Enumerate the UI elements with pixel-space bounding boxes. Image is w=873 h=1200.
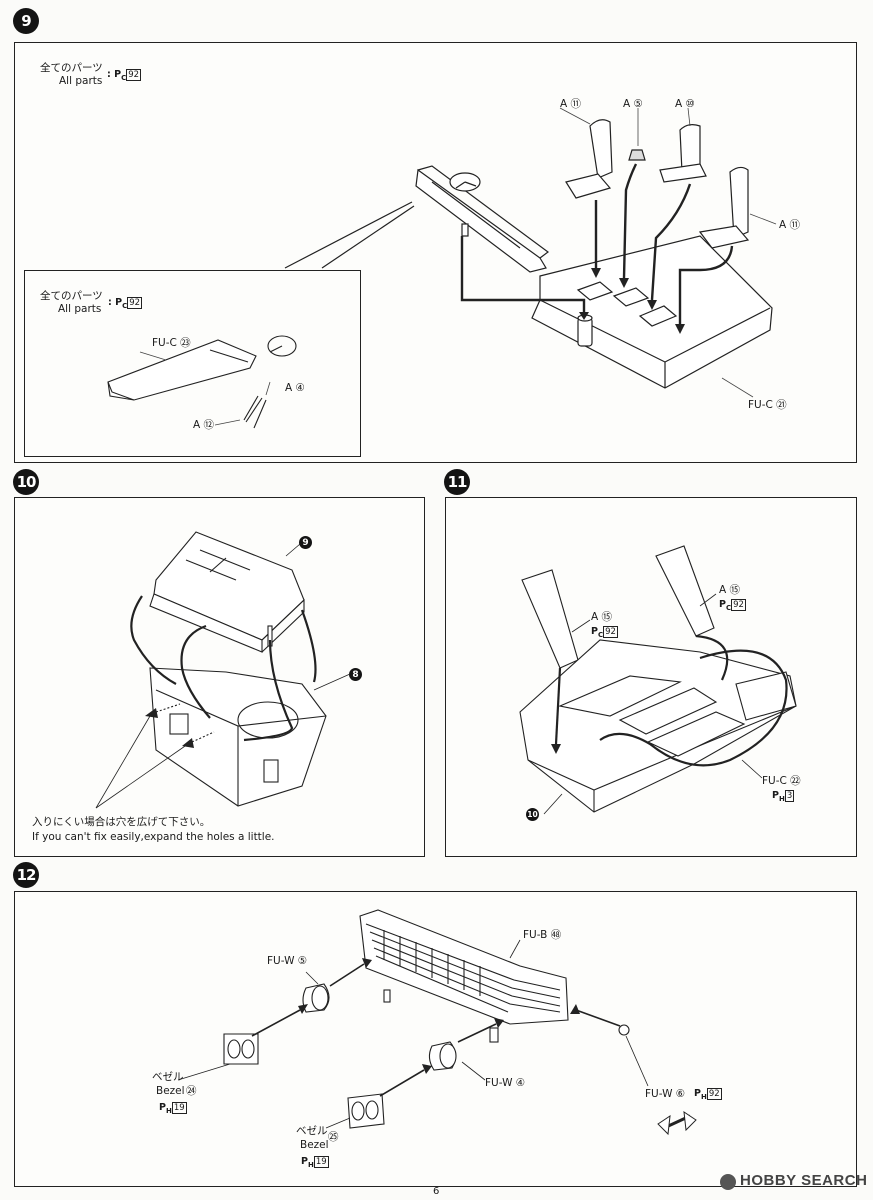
- step-12-badge: 12: [13, 862, 39, 888]
- label-a-15-left: A ⑮: [591, 611, 613, 623]
- label-fu-w-6: FU-W ⑥: [645, 1088, 686, 1100]
- ref-step-9-mark: 9: [299, 536, 312, 549]
- all-parts-en: All parts: [59, 75, 103, 87]
- all-parts-jp: 全てのパーツ: [40, 62, 103, 74]
- step-9-badge: 9: [13, 8, 39, 34]
- fit-note-en: If you can't fix easily,expand the holes…: [32, 831, 275, 843]
- label-a-11-top: A ⑪: [560, 98, 582, 110]
- detail-all-parts-jp: 全てのパーツ: [40, 290, 103, 302]
- bezel-1-en: Bezel: [156, 1085, 185, 1097]
- bezel-2-num: ㉕: [328, 1131, 339, 1143]
- label-fu-c-23: FU-C ㉓: [152, 337, 191, 349]
- step-10-number: 10: [16, 473, 37, 491]
- label-a-10: A ⑩: [675, 98, 695, 110]
- bezel-2-en: Bezel: [300, 1139, 329, 1151]
- step-10-badge: 10: [13, 469, 39, 495]
- label-fu-c-21: FU-C ㉑: [748, 399, 787, 411]
- label-a-11-right: A ⑪: [779, 219, 801, 231]
- hobby-search-logo-icon: [720, 1174, 736, 1190]
- bezel-1-num: ㉔: [186, 1085, 197, 1097]
- label-a-4: A ④: [285, 382, 305, 394]
- bezel-1-jp: ベゼル: [152, 1071, 184, 1083]
- step-11-number: 11: [447, 473, 468, 491]
- bezel-2-jp: ベゼル: [296, 1125, 328, 1137]
- ref-step-10-mark: 10: [526, 808, 539, 821]
- label-a-5: A ⑤: [623, 98, 643, 110]
- step-10-panel: 9 8 入りにくい場合は穴を広げて下さい。 If you can't fix e…: [14, 497, 425, 857]
- label-a-15-right: A ⑮: [719, 584, 741, 596]
- label-fu-c-22: FU-C ㉒: [762, 775, 801, 787]
- label-fu-b-68: FU-B ㊽: [523, 929, 562, 941]
- step-11-badge: 11: [444, 469, 470, 495]
- label-a-12: A ⑫: [193, 419, 215, 431]
- step-12-number: 12: [16, 866, 37, 884]
- label-fu-w-4: FU-W ④: [485, 1077, 526, 1089]
- ref-step-8-mark: 8: [349, 668, 362, 681]
- hobby-search-watermark: HOBBY SEARCH: [740, 1172, 868, 1189]
- detail-all-parts-en: All parts: [58, 303, 102, 315]
- step-9-number: 9: [21, 12, 31, 30]
- label-fu-w-5: FU-W ⑤: [267, 955, 308, 967]
- page-number: 6: [433, 1186, 440, 1197]
- fit-note-jp: 入りにくい場合は穴を広げて下さい。: [32, 816, 211, 828]
